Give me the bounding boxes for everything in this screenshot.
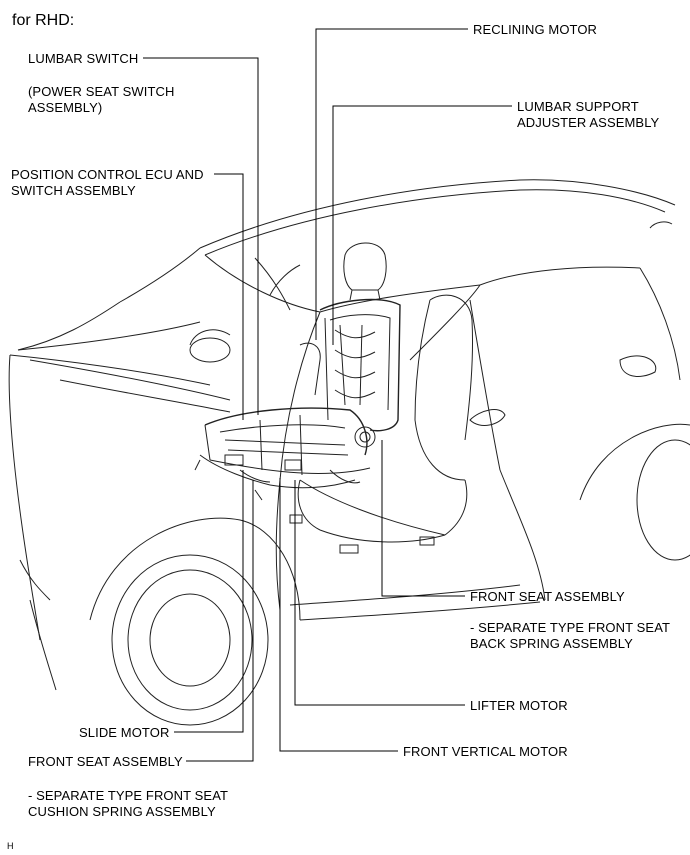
label-lifter-motor: LIFTER MOTOR [470, 698, 568, 713]
label-reclining-motor: RECLINING MOTOR [473, 22, 598, 37]
label-lumbar-switch-sub: (POWER SEAT SWITCH ASSEMBLY) [28, 84, 175, 115]
diagram-title: for RHD: [12, 12, 75, 29]
label-position-control-ecu: POSITION CONTROL ECU AND SWITCH ASSEMBLY [11, 167, 204, 198]
leader-lines [143, 28, 512, 762]
label-lumbar-support-adjuster: LUMBAR SUPPORT ADJUSTER ASSEMBLY [517, 99, 660, 130]
label-front-seat-assembly-left: FRONT SEAT ASSEMBLY [28, 754, 183, 769]
label-front-seat-cushion-spring: - SEPARATE TYPE FRONT SEAT CUSHION SPRIN… [28, 788, 229, 819]
label-front-seat-assembly-right: FRONT SEAT ASSEMBLY [470, 589, 625, 604]
seat-frame-mechanism [194, 298, 401, 501]
figure-code: H [7, 841, 14, 851]
label-front-vertical-motor: FRONT VERTICAL MOTOR [403, 744, 568, 759]
label-lumbar-switch: LUMBAR SWITCH [28, 51, 139, 66]
label-front-seat-back-spring: - SEPARATE TYPE FRONT SEAT BACK SPRING A… [470, 620, 671, 651]
car-body-outline [8, 179, 690, 726]
label-slide-motor: SLIDE MOTOR [79, 725, 170, 740]
